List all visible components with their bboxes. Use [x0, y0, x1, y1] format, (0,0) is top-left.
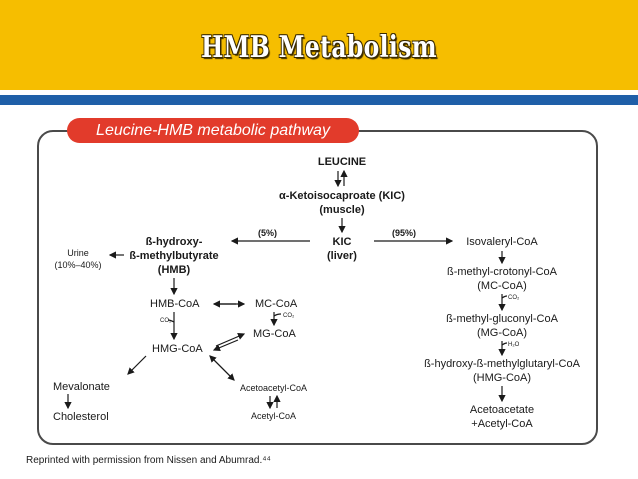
co2-label-b: CO₂ [283, 313, 295, 319]
kic-liver-sub-label: (liver) [327, 250, 357, 262]
diagram-heading: Leucine-HMB metabolic pathway [67, 118, 359, 143]
mg-coa-right-abbr: (MG-CoA) [476, 327, 528, 339]
cholesterol-label: Cholesterol [53, 411, 109, 423]
isovaleryl-coa-label: Isovaleryl-CoA [466, 236, 538, 248]
hmb-coa-label: HMB-CoA [150, 298, 200, 310]
kic-muscle-sub-label: (muscle) [319, 204, 365, 216]
h2o-branch [501, 342, 508, 346]
kic-muscle-label: α-Ketoisocaproate (KIC) [279, 190, 405, 202]
title-banner [0, 0, 638, 90]
arrow-acetoacetyl-hmgcoa [209, 355, 231, 377]
mc-coa-right-abbr: (MC-CoA) [477, 280, 527, 292]
arrow-hmgcoa-mevalonate [127, 355, 147, 375]
mg-coa-left-label: MG-CoA [253, 328, 296, 340]
hmg-coa-left-label: HMG-CoA [152, 343, 203, 355]
urine-pct-label: (10%–40%) [54, 260, 102, 270]
mc-coa-right-label: ß-methyl-crotonyl-CoA [446, 266, 558, 278]
h2o-label: H₂O [508, 342, 520, 348]
hmb-label-2: ß-methylbutyrate [129, 250, 219, 262]
acetoacetate-label: Acetoacetate [469, 404, 535, 416]
co2-label-c: CO₂ [508, 295, 520, 301]
acetyl-coa-left-label: Acetyl-CoA [251, 411, 297, 421]
pct-right-label: (95%) [392, 228, 417, 238]
hmg-coa-right-label: ß-hydroxy-ß-methylglutaryl-CoA [424, 358, 580, 370]
leucine-label: LEUCINE [317, 156, 367, 168]
hmb-label: ß-hydroxy- [145, 236, 203, 248]
pct-left-label: (5%) [258, 228, 278, 238]
mc-coa-left-label: MC-CoA [255, 298, 298, 310]
arrow-mgcoa-hmgcoa [212, 339, 239, 352]
co2-branch-c [501, 295, 508, 299]
co2-label-a: CO₂ [160, 318, 172, 324]
urine-label: Urine [67, 248, 89, 258]
mevalonate-label: Mevalonate [53, 381, 110, 393]
footnote: Reprinted with permission from Nissen an… [26, 455, 271, 466]
hmg-coa-right-abbr: (HMG-CoA) [472, 372, 532, 384]
arrow-hmgcoa-mgcoa [215, 333, 246, 347]
acetyl-coa-right-label: +Acetyl-CoA [471, 418, 533, 430]
mg-coa-right-label: ß-methyl-gluconyl-CoA [446, 313, 558, 325]
kic-liver-label: KIC [332, 236, 352, 248]
header-stripe [0, 95, 638, 105]
acetoacetyl-coa-label: Acetoacetyl-CoA [240, 383, 308, 393]
co2-branch-b [273, 313, 282, 317]
co2-branch-a [167, 319, 175, 323]
hmb-label-3: (HMB) [157, 264, 191, 276]
slide-title: HMB Metabolism [201, 30, 437, 65]
